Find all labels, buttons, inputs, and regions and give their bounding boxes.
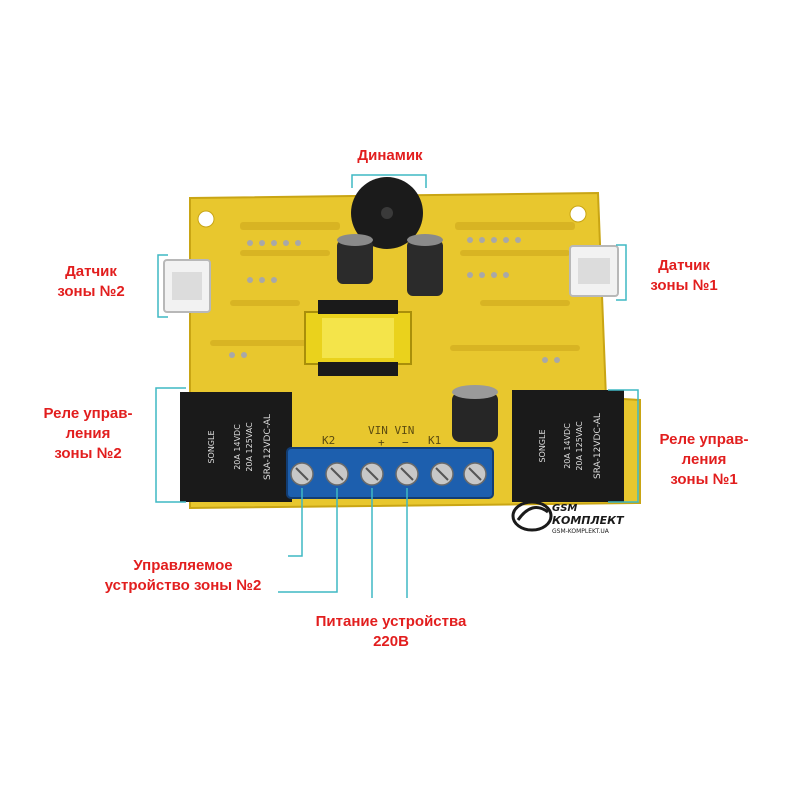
speaker-buzzer (351, 177, 423, 249)
relay-zone2-rating-dc: 20A 14VDC (233, 424, 242, 470)
relay-zone1-model: SRA-12VDC-AL (593, 413, 603, 479)
annotation-brackets (155, 174, 639, 598)
sensor-connector-zone2 (163, 259, 211, 313)
silk-vin-vin: VIN VIN (368, 424, 414, 437)
silk-k1: K1 (428, 434, 441, 447)
logo-site: GSM-KOMPLEKT.UA (552, 528, 610, 535)
transformer (304, 300, 412, 376)
capacitor-right (407, 234, 443, 296)
bracket-sensor-zone1 (616, 244, 627, 301)
sensor-connector-zone1 (569, 245, 619, 297)
silk-minus: − (402, 436, 409, 449)
gsm-komplekt-logo: GSM КОМПЛЕКТ GSM-KOMPLEKT.UA (511, 500, 625, 535)
bracket-relay-zone2 (155, 387, 186, 503)
relay-zone2-rating-ac: 20A 125VAC (245, 422, 254, 472)
label-controlled-device-zone2: Управляемое устройство зоны №2 (104, 557, 262, 594)
label-relay-zone1: Реле управ- ления зоны №1 (659, 431, 749, 488)
relay-zone2: SRA-12VDC-AL 20A 125VAC 20A 14VDC SONGLE (180, 392, 292, 502)
relay-zone2-model: SRA-12VDC-AL (263, 414, 273, 480)
bracket-relay-zone1 (608, 389, 639, 503)
label-power-220: Питание устройства 220В (315, 613, 467, 650)
leader-controlled-device-a (288, 488, 303, 557)
relay-zone1: SRA-12VDC-AL 20A 125VAC 20A 14VDC SONGLE (512, 390, 624, 502)
bracket-sensor-zone2 (157, 254, 168, 318)
relay-zone1-rating-dc: 20A 14VDC (563, 423, 572, 469)
label-relay-zone2: Реле управ- ления зоны №2 (43, 405, 133, 462)
bracket-speaker (351, 174, 427, 188)
terminal-block (286, 447, 494, 499)
silk-k2: K2 (322, 434, 335, 447)
leader-controlled-device-b (278, 488, 338, 593)
relay-zone2-brand: SONGLE (207, 430, 216, 463)
label-sensor-zone2: Датчик зоны №2 (57, 263, 125, 300)
logo-name: КОМПЛЕКТ (552, 514, 625, 527)
label-sensor-zone1: Датчик зоны №1 (650, 257, 718, 294)
label-speaker: Динамик (357, 147, 423, 164)
relay-zone1-brand: SONGLE (538, 429, 547, 462)
logo-brand: GSM (552, 503, 577, 514)
silk-plus: + (378, 436, 385, 449)
capacitor-left (337, 234, 373, 284)
capacitor-large (452, 385, 498, 442)
relay-zone1-rating-ac: 20A 125VAC (575, 421, 584, 471)
